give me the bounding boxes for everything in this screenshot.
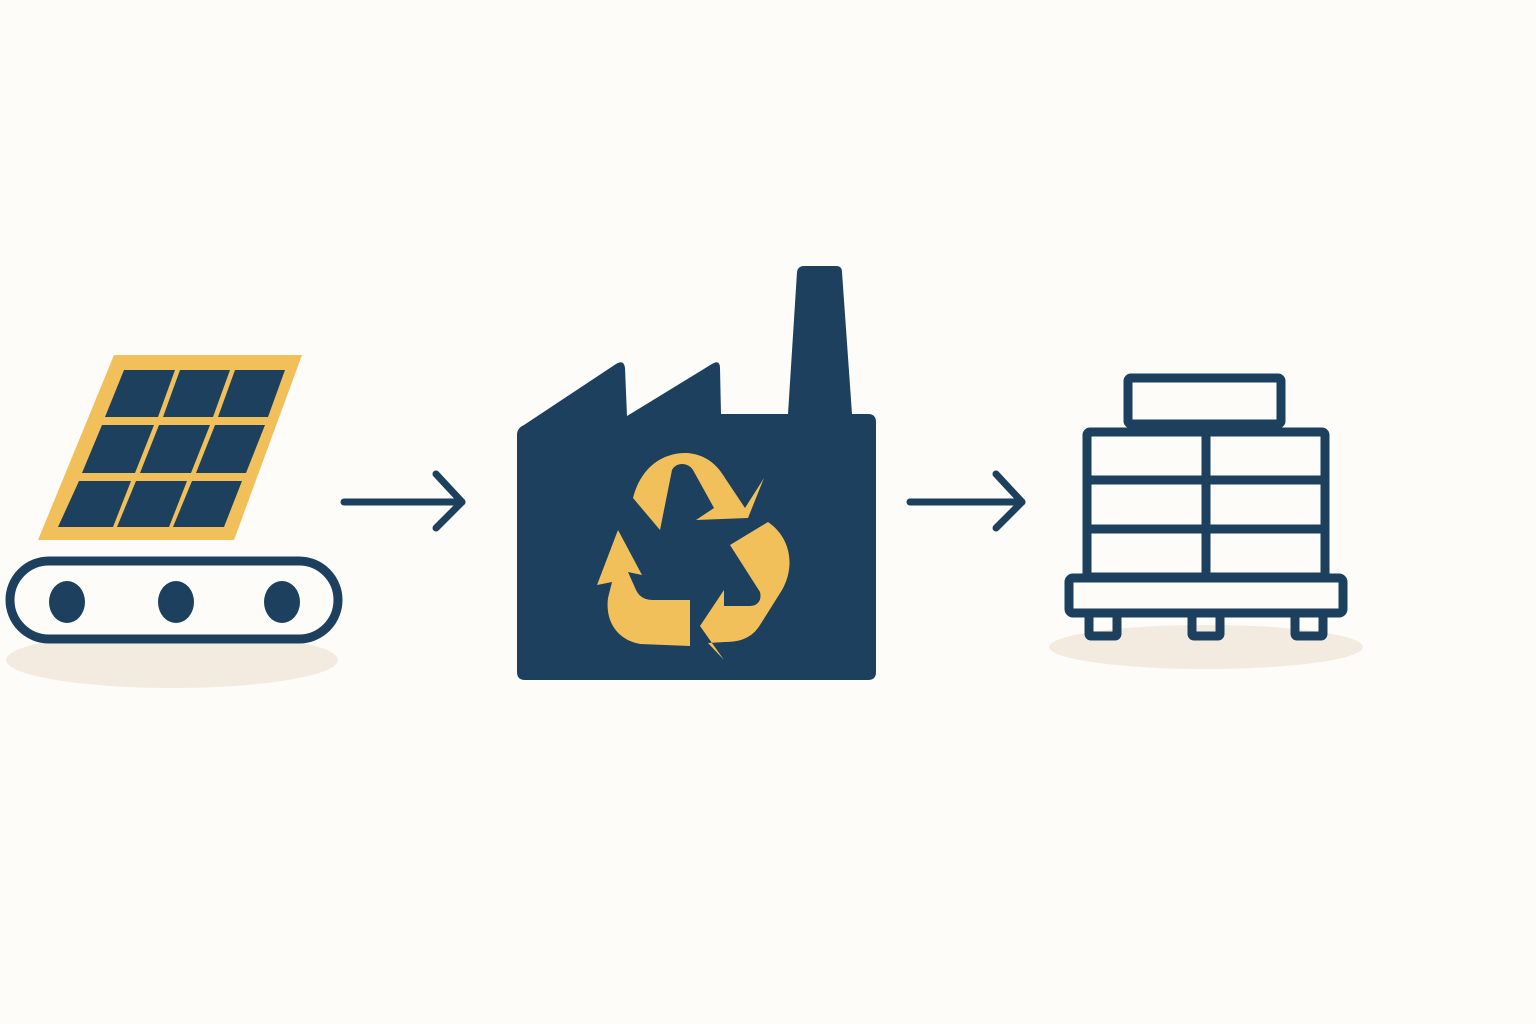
ground-shadow (6, 632, 338, 688)
conveyor-roller (264, 581, 300, 623)
arrow-right-icon (340, 470, 466, 532)
recycling-factory-icon (517, 266, 876, 680)
conveyor-roller (158, 581, 194, 623)
solar-panel-conveyor-icon (5, 355, 343, 688)
pallet-stack-icon (1049, 373, 1363, 669)
pallet-foot (1290, 608, 1328, 641)
pallet-foot (1187, 608, 1225, 641)
ground-shadow (1049, 625, 1363, 669)
conveyor-roller (49, 581, 85, 623)
top-box (1123, 373, 1286, 429)
solar-panel-icon (38, 355, 302, 540)
arrow-right-icon (906, 470, 1026, 532)
recycle-icon (597, 452, 790, 660)
pallet-foot (1084, 608, 1122, 641)
pallet-deck (1064, 573, 1348, 618)
conveyor-belt-icon (5, 556, 343, 644)
